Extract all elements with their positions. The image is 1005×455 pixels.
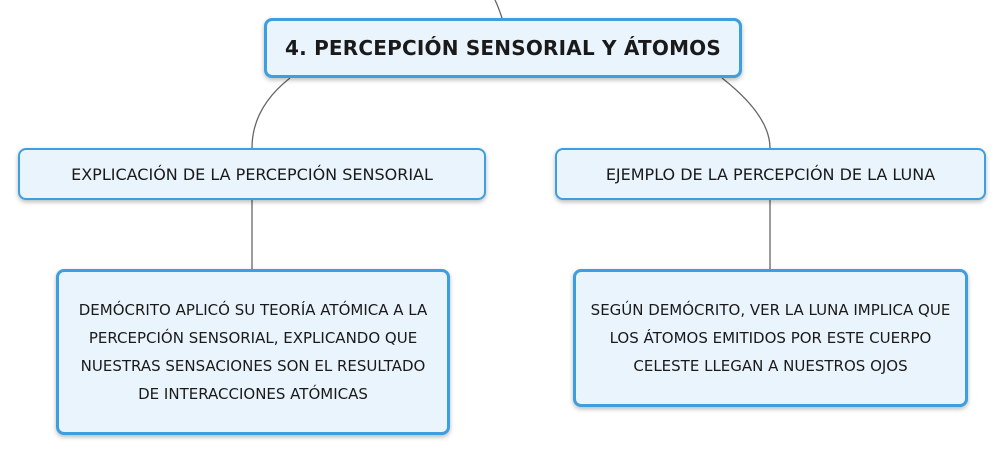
- detail-text: DEMÓCRITO APLICÓ SU TEORÍA ATÓMICA A LA …: [78, 301, 428, 403]
- subtopic-node-explicacion[interactable]: EXPLICACIÓN DE LA PERCEPCIÓN SENSORIAL: [18, 148, 486, 200]
- connector-root-to-ejemplo: [721, 77, 771, 149]
- detail-node-explicacion[interactable]: DEMÓCRITO APLICÓ SU TEORÍA ATÓMICA A LA …: [56, 269, 450, 435]
- root-topic-node[interactable]: 4. PERCEPCIÓN SENSORIAL Y ÁTOMOS: [264, 18, 742, 78]
- connector-from-parent: [494, 0, 503, 19]
- subtopic-label: EJEMPLO DE LA PERCEPCIÓN DE LA LUNA: [605, 164, 936, 184]
- subtopic-label: EXPLICACIÓN DE LA PERCEPCIÓN SENSORIAL: [71, 164, 433, 184]
- detail-node-ejemplo[interactable]: SEGÚN DEMÓCRITO, VER LA LUNA IMPLICA QUE…: [573, 269, 968, 407]
- connector-root-to-explicacion: [251, 77, 291, 149]
- root-topic-title: 4. PERCEPCIÓN SENSORIAL Y ÁTOMOS: [285, 36, 721, 60]
- detail-text: SEGÚN DEMÓCRITO, VER LA LUNA IMPLICA QUE…: [590, 301, 951, 375]
- subtopic-node-ejemplo[interactable]: EJEMPLO DE LA PERCEPCIÓN DE LA LUNA: [555, 148, 986, 200]
